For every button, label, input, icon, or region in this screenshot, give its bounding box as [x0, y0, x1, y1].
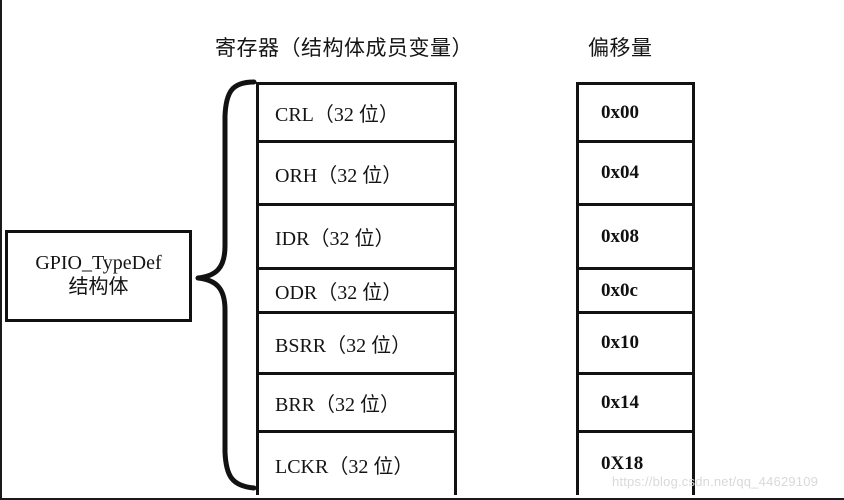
curly-brace-connector [192, 76, 262, 496]
offset-row: 0x0c [579, 270, 692, 314]
register-row: BRR（32 位） [259, 375, 454, 433]
register-row: BSRR（32 位） [259, 314, 454, 375]
register-row: CRL（32 位） [259, 85, 454, 143]
register-row: ORH（32 位） [259, 143, 454, 206]
offset-row: 0x14 [579, 375, 692, 433]
curly-brace-icon [195, 79, 257, 491]
offset-row: 0x10 [579, 314, 692, 375]
offsets-column-heading: 偏移量 [588, 36, 653, 60]
offset-row: 0x00 [579, 85, 692, 143]
gpio-typedef-struct-box: GPIO_TypeDef 结构体 [5, 230, 192, 322]
register-list: CRL（32 位）ORH（32 位）IDR（32 位）ODR（32 位）BSRR… [256, 82, 457, 495]
offset-row: 0x04 [579, 143, 692, 206]
register-row: ODR（32 位） [259, 270, 454, 314]
offset-row: 0X18 [579, 433, 692, 495]
register-row: IDR（32 位） [259, 206, 454, 270]
gpio-typedef-subtitle: 结构体 [68, 276, 129, 298]
register-row: LCKR（32 位） [259, 433, 454, 495]
registers-column-heading: 寄存器（结构体成员变量） [215, 36, 473, 60]
offset-row: 0x08 [579, 206, 692, 270]
gpio-typedef-name: GPIO_TypeDef [35, 252, 162, 275]
watermark-text: https://blog.csdn.net/qq_44629109 [612, 474, 819, 489]
